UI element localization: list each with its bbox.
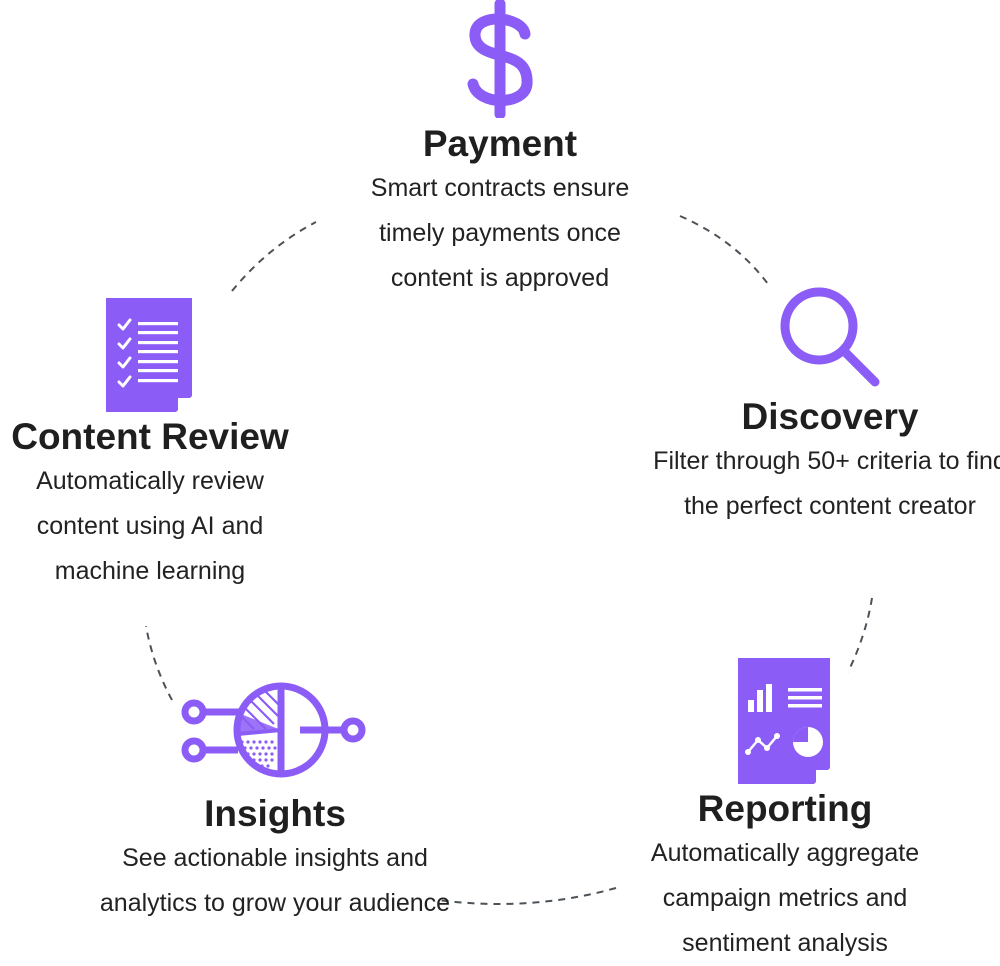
- step-description: Automatically review content using AI an…: [36, 467, 264, 585]
- pie-chart-network-icon: [181, 682, 366, 778]
- step-reporting: Reporting Automatically aggregate campai…: [600, 787, 970, 966]
- magnifying-glass-icon: [780, 287, 880, 387]
- step-discovery: Discovery Filter through 50+ criteria to…: [640, 395, 1000, 529]
- step-title: Reporting: [697, 788, 873, 829]
- step-content-review: Content Review Automatically review cont…: [0, 415, 310, 594]
- step-insights: Insights See actionable insights and ana…: [80, 792, 470, 926]
- step-title: Discovery: [741, 396, 919, 437]
- checklist-document-icon: [106, 298, 192, 412]
- step-description: Filter through 50+ criteria to find the …: [653, 447, 1000, 520]
- step-description: Automatically aggregate campaign metrics…: [650, 839, 920, 957]
- report-document-icon: [738, 658, 830, 784]
- step-description: Smart contracts ensure timely payments o…: [370, 174, 630, 292]
- connector-insights-review: [145, 625, 173, 701]
- connector-payment-discovery: [679, 215, 769, 285]
- step-title: Content Review: [11, 416, 289, 457]
- step-payment: Payment Smart contracts ensure timely pa…: [300, 122, 700, 301]
- step-title: Payment: [422, 123, 578, 164]
- step-description: See actionable insights and analytics to…: [99, 844, 451, 917]
- connector-discovery-reporting: [847, 597, 873, 673]
- connector-reporting-insights: [437, 887, 617, 905]
- connector-review-payment: [231, 221, 317, 292]
- step-title: Insights: [204, 793, 346, 834]
- dollar-sign-icon: [467, 0, 533, 118]
